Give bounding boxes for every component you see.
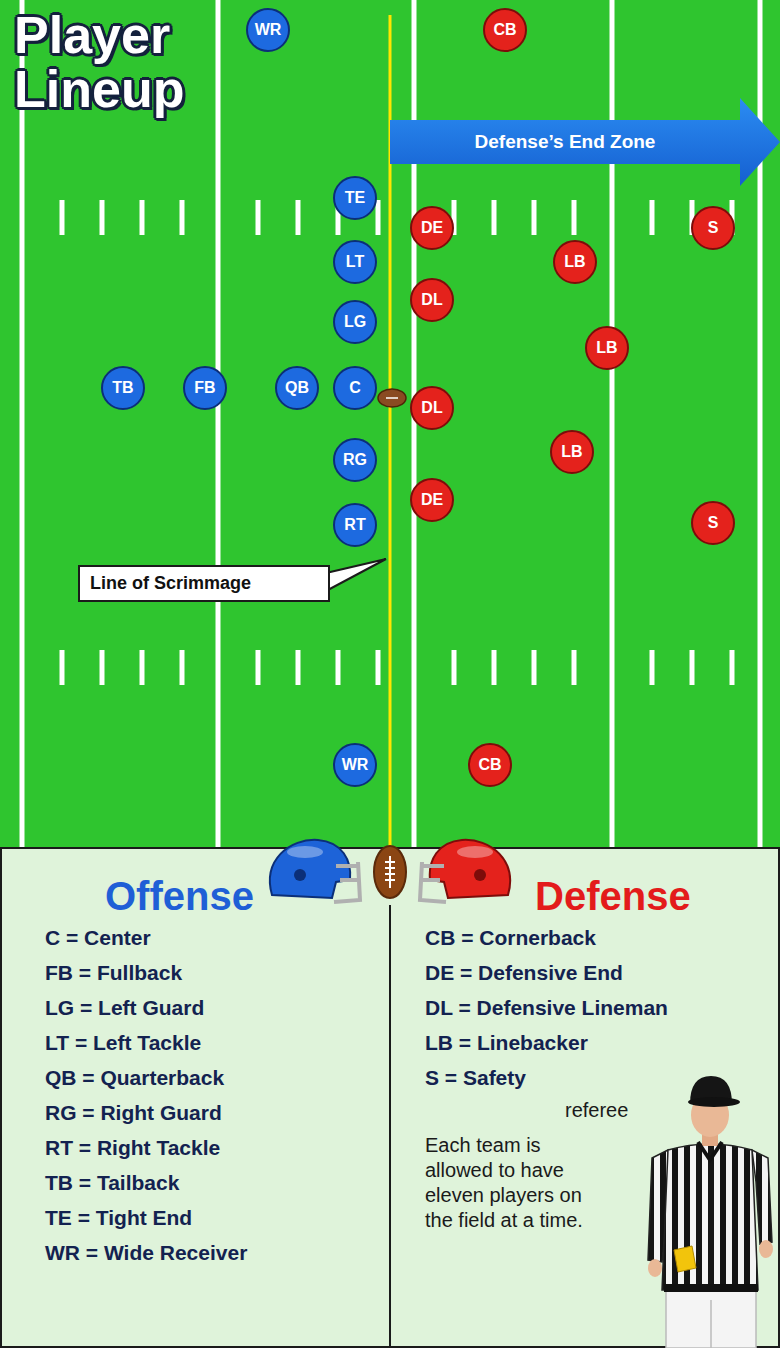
offense-player: LT <box>333 240 377 284</box>
legend-entry: LT = Left Tackle <box>45 1025 390 1060</box>
player-label: S <box>708 220 719 236</box>
offense-player: RT <box>333 503 377 547</box>
panel-divider <box>389 905 391 1348</box>
player-label: WR <box>255 22 282 38</box>
player-label: CB <box>478 757 501 773</box>
offense-player: LG <box>333 300 377 344</box>
callout-pointer <box>326 559 386 591</box>
player-label: TB <box>112 380 133 396</box>
field-football <box>378 389 406 407</box>
legend-panel <box>1 848 779 1347</box>
hash-marks <box>62 200 732 235</box>
note-text: Each team is allowed to have eleven play… <box>425 1133 607 1233</box>
player-label: DL <box>421 292 442 308</box>
offense-player: C <box>333 366 377 410</box>
legend-entry: C = Center <box>45 920 390 955</box>
panel-heading: Defense <box>535 872 780 920</box>
defense-player: LB <box>550 430 594 474</box>
player-label: WR <box>342 757 369 773</box>
defense-player: LB <box>553 240 597 284</box>
defense-player: DE <box>410 206 454 250</box>
player-label: S <box>708 515 719 531</box>
player-label: RT <box>344 517 365 533</box>
legend-entry: CB = Cornerback <box>425 920 780 955</box>
player-label: QB <box>285 380 309 396</box>
red-helmet <box>420 840 510 902</box>
player-label: DE <box>421 220 443 236</box>
hash-marks <box>62 650 732 685</box>
field <box>0 0 780 848</box>
legend-entry: TB = Tailback <box>45 1165 390 1200</box>
legend-entry: LB = Linebacker <box>425 1025 780 1060</box>
legend-entry: RG = Right Guard <box>45 1095 390 1130</box>
player-label: LB <box>564 254 585 270</box>
legend-entry: S = Safety <box>425 1060 780 1095</box>
panel-heading: Offense <box>105 872 390 920</box>
offense-player: RG <box>333 438 377 482</box>
defense-player: S <box>691 501 735 545</box>
player-label: LT <box>346 254 364 270</box>
legend-entry: RT = Right Tackle <box>45 1130 390 1165</box>
offense-legend-panel: OffenseC = CenterFB = FullbackLG = Left … <box>0 848 390 1348</box>
player-label: LB <box>561 444 582 460</box>
legend-entry: DL = Defensive Lineman <box>425 990 780 1025</box>
legend-entry: WR = Wide Receiver <box>45 1235 390 1270</box>
legend-entry: LG = Left Guard <box>45 990 390 1025</box>
defense-player: DE <box>410 478 454 522</box>
callout-text: Line of Scrimmage <box>90 573 251 594</box>
defense-player: S <box>691 206 735 250</box>
defense-player: DL <box>410 386 454 430</box>
defense-player: CB <box>468 743 512 787</box>
player-label: CB <box>493 22 516 38</box>
defense-player: DL <box>410 278 454 322</box>
legend-entry: QB = Quarterback <box>45 1060 390 1095</box>
title: Player Lineup <box>14 8 224 116</box>
offense-player: TE <box>333 176 377 220</box>
callout-box: Line of Scrimmage <box>78 565 330 602</box>
offense-player: WR <box>246 8 290 52</box>
offense-player: TB <box>101 366 145 410</box>
legend-football <box>374 846 406 898</box>
player-label: LG <box>344 314 366 330</box>
player-label: C <box>349 380 361 396</box>
player-label: TE <box>345 190 365 206</box>
player-label: FB <box>194 380 215 396</box>
referee-label: referee <box>565 1095 780 1125</box>
player-label: DE <box>421 492 443 508</box>
offense-player: FB <box>183 366 227 410</box>
legend-entry: TE = Tight End <box>45 1200 390 1235</box>
player-label: DL <box>421 400 442 416</box>
legend-entry: FB = Fullback <box>45 955 390 990</box>
referee-figure <box>648 1076 773 1348</box>
defense-player: CB <box>483 8 527 52</box>
offense-player: WR <box>333 743 377 787</box>
end-zone-arrow: Defense’s End Zone <box>390 98 780 186</box>
title-box: Player Lineup <box>14 8 224 116</box>
defense-player: LB <box>585 326 629 370</box>
arrow-body <box>390 98 780 186</box>
player-label: LB <box>596 340 617 356</box>
player-label: RG <box>343 452 367 468</box>
blue-helmet <box>270 840 360 902</box>
offense-player: QB <box>275 366 319 410</box>
legend-entry: DE = Defensive End <box>425 955 780 990</box>
zone-label: Defense’s End Zone <box>390 131 740 153</box>
defense-legend-panel: DefenseCB = CornerbackDE = Defensive End… <box>390 848 780 1348</box>
